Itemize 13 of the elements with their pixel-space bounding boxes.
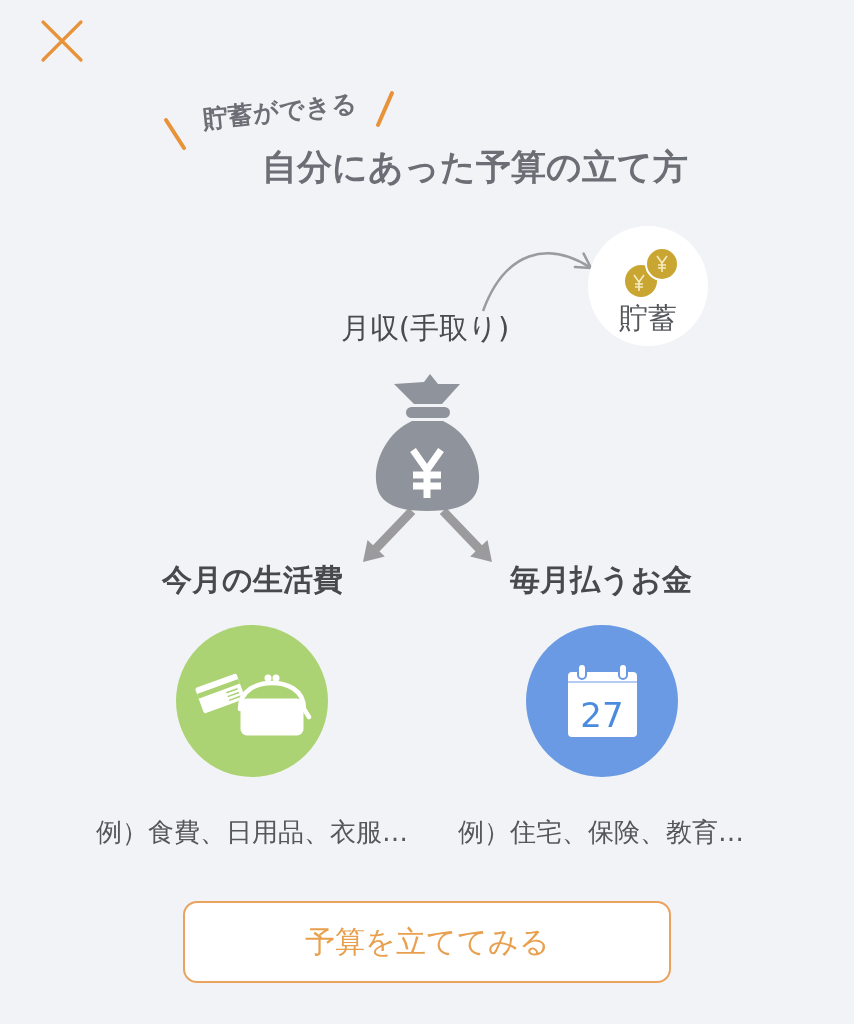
example-caption: 例）食費、日用品、衣服… [96,818,408,848]
block-arrow [363,507,416,562]
primary-button: 予算を立ててみる [183,901,671,983]
category-heading: 毎月払うお金 [510,563,692,598]
category-heading: 今月の生活費 [161,563,343,598]
subtitle: 貯蓄ができる [201,89,359,135]
node-label: 月収(手取り) [340,312,510,346]
node-label: 貯蓄 [619,302,677,336]
title: 自分にあった予算の立て方 [262,147,688,188]
date-number: 27 [580,698,624,732]
curved-arrow [481,252,593,312]
example-caption: 例）住宅、保険、教育… [458,818,744,848]
block-arrow [439,507,492,562]
